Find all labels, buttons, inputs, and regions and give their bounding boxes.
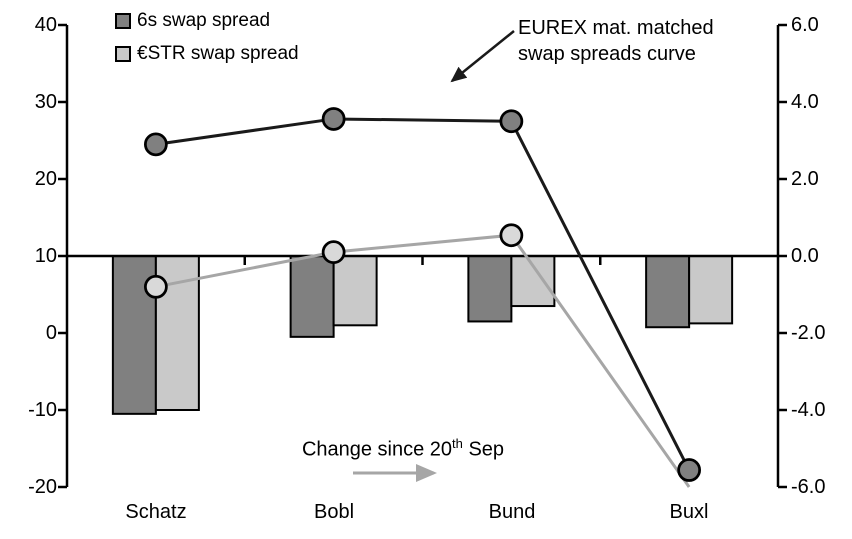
marker-estr-schatz: [144, 274, 168, 299]
annotation-eurex-line2: swap spreads curve: [518, 43, 696, 65]
right-axis-tick-label: -6.0: [791, 476, 826, 498]
line-estr: [155, 233, 691, 488]
bar-estr-buxl: [688, 255, 734, 325]
legend-swatch-6s-icon: [115, 12, 131, 29]
legend: 6s swap spread €STR swap spread: [115, 7, 299, 73]
marker-6s-bobl: [321, 107, 346, 131]
annotation-eurex-curve: EUREX mat. matched swap spreads curve: [518, 15, 714, 67]
left-axis-tick-label: 20: [34, 168, 57, 190]
category-label-bund: Bund: [488, 501, 536, 523]
legend-label-6s: 6s swap spread: [137, 9, 271, 31]
right-axis-tick-label: -4.0: [791, 399, 826, 421]
left-axis-tick-label: 10: [34, 245, 57, 267]
right-axis-tick-label: 6.0: [791, 14, 819, 36]
bar-estr-bobl: [332, 255, 378, 327]
right-axis-tick-label: 4.0: [791, 91, 819, 113]
annotation-change-text: Change since 20: [301, 438, 453, 461]
category-label-bobl: Bobl: [313, 501, 355, 523]
right-axis-tick-label: 0.0: [791, 245, 819, 267]
bar-6s-buxl: [645, 255, 691, 329]
left-axis-tick-label: -10: [28, 399, 57, 421]
right-axis-tick-label: 2.0: [791, 168, 819, 190]
category-label-buxl: Buxl: [669, 501, 709, 523]
category-label-schatz: Schatz: [125, 501, 187, 523]
legend-label-estr: €STR swap spread: [137, 42, 299, 64]
right-axis-tick-label: -2.0: [791, 322, 826, 344]
annotation-change-sup: th: [452, 436, 463, 451]
marker-estr-bobl: [321, 240, 346, 265]
left-axis-tick-label: 0: [45, 322, 57, 344]
legend-swatch-estr-icon: [115, 45, 131, 62]
marker-6s-buxl: [677, 458, 701, 482]
marker-6s-bund: [499, 109, 524, 134]
eurex-arrow-icon: [450, 30, 515, 83]
bar-6s-bund: [467, 255, 513, 323]
bar-6s-bobl: [289, 255, 335, 338]
marker-6s-schatz: [144, 132, 168, 157]
left-axis-tick-label: 30: [34, 91, 57, 113]
legend-item-6s: 6s swap spread: [115, 7, 299, 34]
annotation-change-text-after: Sep: [462, 438, 505, 461]
line-6s: [155, 117, 691, 471]
left-axis-tick-label: -20: [28, 476, 57, 498]
left-axis-tick-label: 40: [34, 14, 57, 36]
annotation-change-since: Change since 20th Sep: [283, 436, 523, 462]
marker-estr-bund: [499, 223, 524, 248]
annotation-eurex-line1: EUREX mat. matched: [518, 17, 714, 39]
legend-item-estr: €STR swap spread: [115, 40, 299, 67]
